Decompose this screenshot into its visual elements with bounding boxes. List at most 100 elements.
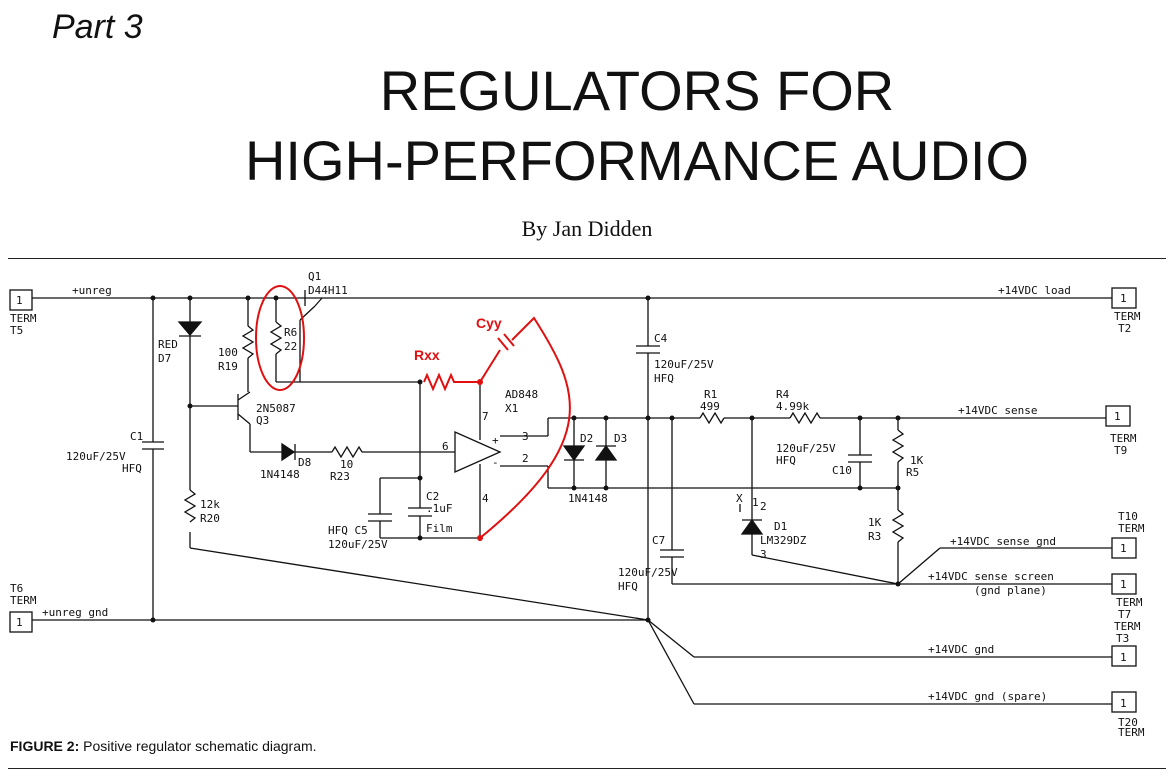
figure-caption-label: FIGURE 2:	[10, 738, 80, 754]
c1-value: 120uF/25V	[66, 450, 126, 463]
r1-ref: R1	[704, 388, 717, 401]
terminal-t3-box	[1111, 645, 1137, 667]
d1-part: LM329DZ	[760, 534, 807, 547]
x1-minus: -	[492, 456, 499, 469]
r4-value: 4.99k	[776, 400, 809, 413]
c4-type: HFQ	[654, 372, 674, 385]
t6-term: TERM	[10, 594, 37, 607]
q3-ref: Q3	[256, 414, 269, 427]
r19-ref: R19	[218, 360, 238, 373]
d2-ref: D2	[580, 432, 593, 445]
t20-term: TERM	[1118, 726, 1145, 739]
t3-ref: T3	[1116, 632, 1129, 645]
t2-term: TERM	[1114, 310, 1141, 323]
terminal-t5-box	[9, 289, 33, 311]
r5-value: 1K	[910, 454, 924, 467]
cyy-wire	[479, 316, 571, 539]
terminal-t2-box	[1111, 287, 1137, 309]
r3-value: 1K	[868, 516, 882, 529]
t5-ref: T5	[10, 324, 23, 337]
gnd-net: +14VDC gnd	[928, 643, 994, 656]
schematic-labels: 1 TERM T5 +unreg T6 TERM 1 +unreg gnd 1 …	[10, 270, 1145, 739]
t20-ref: T20	[1118, 716, 1138, 729]
r1-value: 499	[700, 400, 720, 413]
d1-pin2: 2	[760, 500, 767, 513]
d1-ref: D1	[774, 520, 787, 533]
c4-ref: C4	[654, 332, 668, 345]
c1-type: HFQ	[122, 462, 142, 475]
t10-num: 1	[1120, 542, 1127, 555]
c10-type: HFQ	[776, 454, 796, 467]
c5-value: 120uF/25V	[328, 538, 388, 551]
d7-value: RED	[158, 338, 178, 351]
c7-type: HFQ	[618, 580, 638, 593]
c5-label: HFQ C5	[328, 524, 368, 537]
r23-ref: R23	[330, 470, 350, 483]
q1-ref: Q1	[308, 270, 321, 283]
d1-pin3: 3	[760, 548, 767, 561]
x1-ref: X1	[505, 402, 518, 415]
r6-highlight-ellipse	[255, 285, 305, 391]
t6-num: 1	[16, 616, 23, 629]
x1-pin6: 6	[442, 440, 449, 453]
d1-pin1: 1	[752, 496, 759, 509]
t7-term: TERM	[1116, 596, 1143, 609]
x1-pin3: 3	[522, 430, 529, 443]
d8-ref: D8	[298, 456, 311, 469]
d7-ref: D7	[158, 352, 171, 365]
c7-ref: C7	[652, 534, 665, 547]
top-rule	[8, 258, 1166, 259]
t3-term: TERM	[1114, 620, 1141, 633]
c1-ref: C1	[130, 430, 143, 443]
d3-ref: D3	[614, 432, 627, 445]
r19-value: 100	[218, 346, 238, 359]
r4-ref: R4	[776, 388, 790, 401]
d1-pinx: X	[736, 492, 743, 505]
t20-num: 1	[1120, 697, 1127, 710]
c4-value: 120uF/25V	[654, 358, 714, 371]
t6-ref: T6	[10, 582, 23, 595]
c2-ref: C2	[426, 490, 439, 503]
t2-ref: T2	[1118, 322, 1131, 335]
t5-num: 1	[16, 294, 23, 307]
x1-pin4: 4	[482, 492, 489, 505]
sense-net: +14VDC sense	[958, 404, 1037, 417]
t7-ref: T7	[1118, 608, 1131, 621]
t3-num: 1	[1120, 651, 1127, 664]
article-title-line1: REGULATORS FOR	[379, 59, 895, 122]
x1-part: AD848	[505, 388, 538, 401]
r3-ref: R3	[868, 530, 881, 543]
t7-num: 1	[1120, 578, 1127, 591]
r20-ref: R20	[200, 512, 220, 525]
t10-term: TERM	[1118, 522, 1145, 535]
figure-caption: FIGURE 2: Positive regulator schematic d…	[10, 738, 317, 754]
terminal-t9-box	[1105, 405, 1131, 427]
terminal-t7-box	[1111, 573, 1137, 595]
d8-part: 1N4148	[260, 468, 300, 481]
r6-value: 22	[284, 340, 297, 353]
t9-term: TERM	[1110, 432, 1137, 445]
r6-ref: R6	[284, 326, 297, 339]
r20-value: 12k	[200, 498, 220, 511]
bottom-rule	[8, 768, 1166, 769]
load-net: +14VDC load	[998, 284, 1071, 297]
terminal-t20-box	[1111, 691, 1137, 713]
sense-gnd-net: +14VDC sense gnd	[950, 535, 1056, 548]
t10-ref: T10	[1118, 510, 1138, 523]
gnd-plane-label: (gnd plane)	[974, 584, 1047, 597]
t9-ref: T9	[1114, 444, 1127, 457]
c2-type: Film	[426, 522, 453, 535]
r23-value: 10	[340, 458, 353, 471]
byline: By Jan Didden	[521, 216, 653, 241]
sense-screen-net: +14VDC sense screen	[928, 570, 1054, 583]
q3-part: 2N5087	[256, 402, 296, 415]
c2-value: .1uF	[426, 502, 453, 515]
part-label: Part 3	[52, 8, 143, 46]
unreg-gnd-net: +unreg gnd	[42, 606, 108, 619]
terminal-t10-box	[1111, 537, 1137, 559]
q1-part: D44H11	[308, 284, 348, 297]
x1-plus: +	[492, 434, 499, 447]
t5-term: TERM	[10, 312, 37, 325]
gnd-spare-net: +14VDC gnd (spare)	[928, 690, 1047, 703]
